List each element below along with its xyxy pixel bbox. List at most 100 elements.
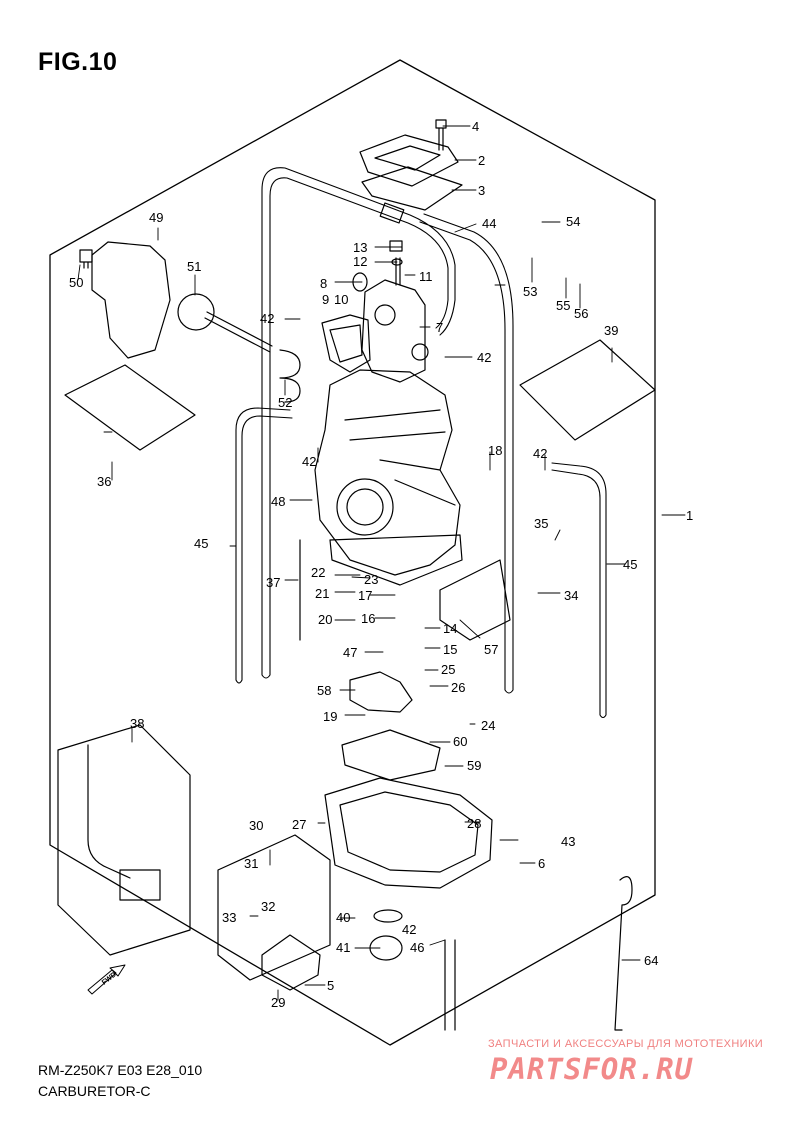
bracket-49 <box>91 241 171 359</box>
float-bowl-inner <box>339 791 479 873</box>
part-label-58: 58 <box>317 683 331 698</box>
part-label-43: 43 <box>561 834 575 849</box>
part-label-35: 35 <box>534 516 548 531</box>
part-label-15: 15 <box>443 642 457 657</box>
part-label-22: 22 <box>311 565 325 580</box>
part-label-50: 50 <box>69 275 83 290</box>
assembly-boundary <box>49 59 656 1046</box>
part-label-57: 57 <box>484 642 498 657</box>
part-label-42a: 42 <box>260 311 274 326</box>
watermark-brand: PARTSFOR.RU <box>490 1052 694 1086</box>
top-cover <box>359 134 459 187</box>
part-labels: 1 2 3 4 5 6 7 8 9 10 11 12 13 14 15 16 1… <box>69 119 693 1010</box>
part-label-11: 11 <box>419 269 433 284</box>
hose-44 <box>261 167 514 694</box>
box-39 <box>519 339 656 441</box>
part-label-5: 5 <box>327 978 334 993</box>
throttle-drum <box>177 293 215 331</box>
hose-45-right <box>551 462 607 719</box>
part-label-45b: 45 <box>623 557 637 572</box>
float-bowl <box>324 777 493 889</box>
part-label-59: 59 <box>467 758 481 773</box>
hose-45-left <box>235 407 293 684</box>
part-label-32: 32 <box>261 899 275 914</box>
part-label-48: 48 <box>271 494 285 509</box>
part-label-3: 3 <box>478 183 485 198</box>
box-36 <box>64 364 196 451</box>
part-label-24: 24 <box>481 718 495 733</box>
part-label-26: 26 <box>451 680 465 695</box>
part-label-46: 46 <box>410 940 424 955</box>
part-label-23: 23 <box>364 572 378 587</box>
part-label-44: 44 <box>482 216 496 231</box>
part-label-33: 33 <box>222 910 236 925</box>
part-label-47: 47 <box>343 645 357 660</box>
part-label-45a: 45 <box>194 536 208 551</box>
throttle-valve <box>321 314 371 373</box>
part-label-42e: 42 <box>402 922 416 937</box>
part-label-7: 7 <box>436 320 443 335</box>
part-label-36: 36 <box>97 474 111 489</box>
sensor-38 <box>119 869 161 901</box>
part-label-4: 4 <box>472 119 479 134</box>
part-label-64: 64 <box>644 953 658 968</box>
fwd-label: FWD <box>101 971 118 986</box>
pipe-46 <box>444 939 456 1031</box>
part-label-18: 18 <box>488 443 502 458</box>
part-label-54: 54 <box>566 214 580 229</box>
part-label-13: 13 <box>353 240 367 255</box>
wire-64 <box>614 876 633 1031</box>
box-57 <box>439 559 511 641</box>
part-label-16: 16 <box>361 611 375 626</box>
pump-29 <box>261 934 321 991</box>
screw-50 <box>79 249 93 269</box>
fwd-arrow <box>87 964 126 995</box>
part-label-21: 21 <box>315 586 329 601</box>
carb-body <box>314 369 461 576</box>
part-label-53: 53 <box>523 284 537 299</box>
part-label-6: 6 <box>538 856 545 871</box>
part-label-29: 29 <box>271 995 285 1010</box>
carb-port-right <box>411 343 429 361</box>
part-label-1: 1 <box>686 508 693 523</box>
figure-subtitle: CARBURETOR-C <box>38 1083 151 1099</box>
part-label-25: 25 <box>441 662 455 677</box>
model-code: RM-Z250K7 E03 E28_010 <box>38 1062 203 1078</box>
carb-detail-lines <box>344 409 456 506</box>
needle-11 <box>395 257 401 286</box>
carb-port-left <box>374 304 396 326</box>
top-gasket <box>361 166 463 211</box>
spring-52 <box>279 349 301 403</box>
part-label-40: 40 <box>336 910 350 925</box>
carb-top-block <box>361 279 426 383</box>
part-label-38: 38 <box>130 716 144 731</box>
part-label-31: 31 <box>244 856 258 871</box>
part-label-10: 10 <box>334 292 348 307</box>
part-label-19: 19 <box>323 709 337 724</box>
part-label-51: 51 <box>187 259 201 274</box>
throttle-shaft <box>204 311 273 353</box>
box-38 <box>57 724 191 956</box>
oring-40 <box>373 909 403 923</box>
part-label-37: 37 <box>266 575 280 590</box>
cable-38 <box>87 744 131 879</box>
part-label-42b: 42 <box>477 350 491 365</box>
part-label-17: 17 <box>358 588 372 603</box>
float-58 <box>349 671 413 713</box>
carb-bore <box>336 478 394 536</box>
part-label-34: 34 <box>564 588 578 603</box>
part-label-49: 49 <box>149 210 163 225</box>
cap-13 <box>389 240 403 252</box>
part-label-20: 20 <box>318 612 332 627</box>
part-label-2: 2 <box>478 153 485 168</box>
carb-float-flange <box>329 534 463 586</box>
part-label-8: 8 <box>320 276 327 291</box>
watermark-tagline: ЗАПЧАСТИ И АКСЕССУАРЫ ДЛЯ МОТОТЕХНИКИ <box>488 1038 764 1050</box>
hose-clamp <box>379 202 405 224</box>
part-label-14: 14 <box>443 621 457 636</box>
part-label-60: 60 <box>453 734 467 749</box>
gasket-59 <box>341 729 441 781</box>
top-cover-rib <box>374 145 441 171</box>
